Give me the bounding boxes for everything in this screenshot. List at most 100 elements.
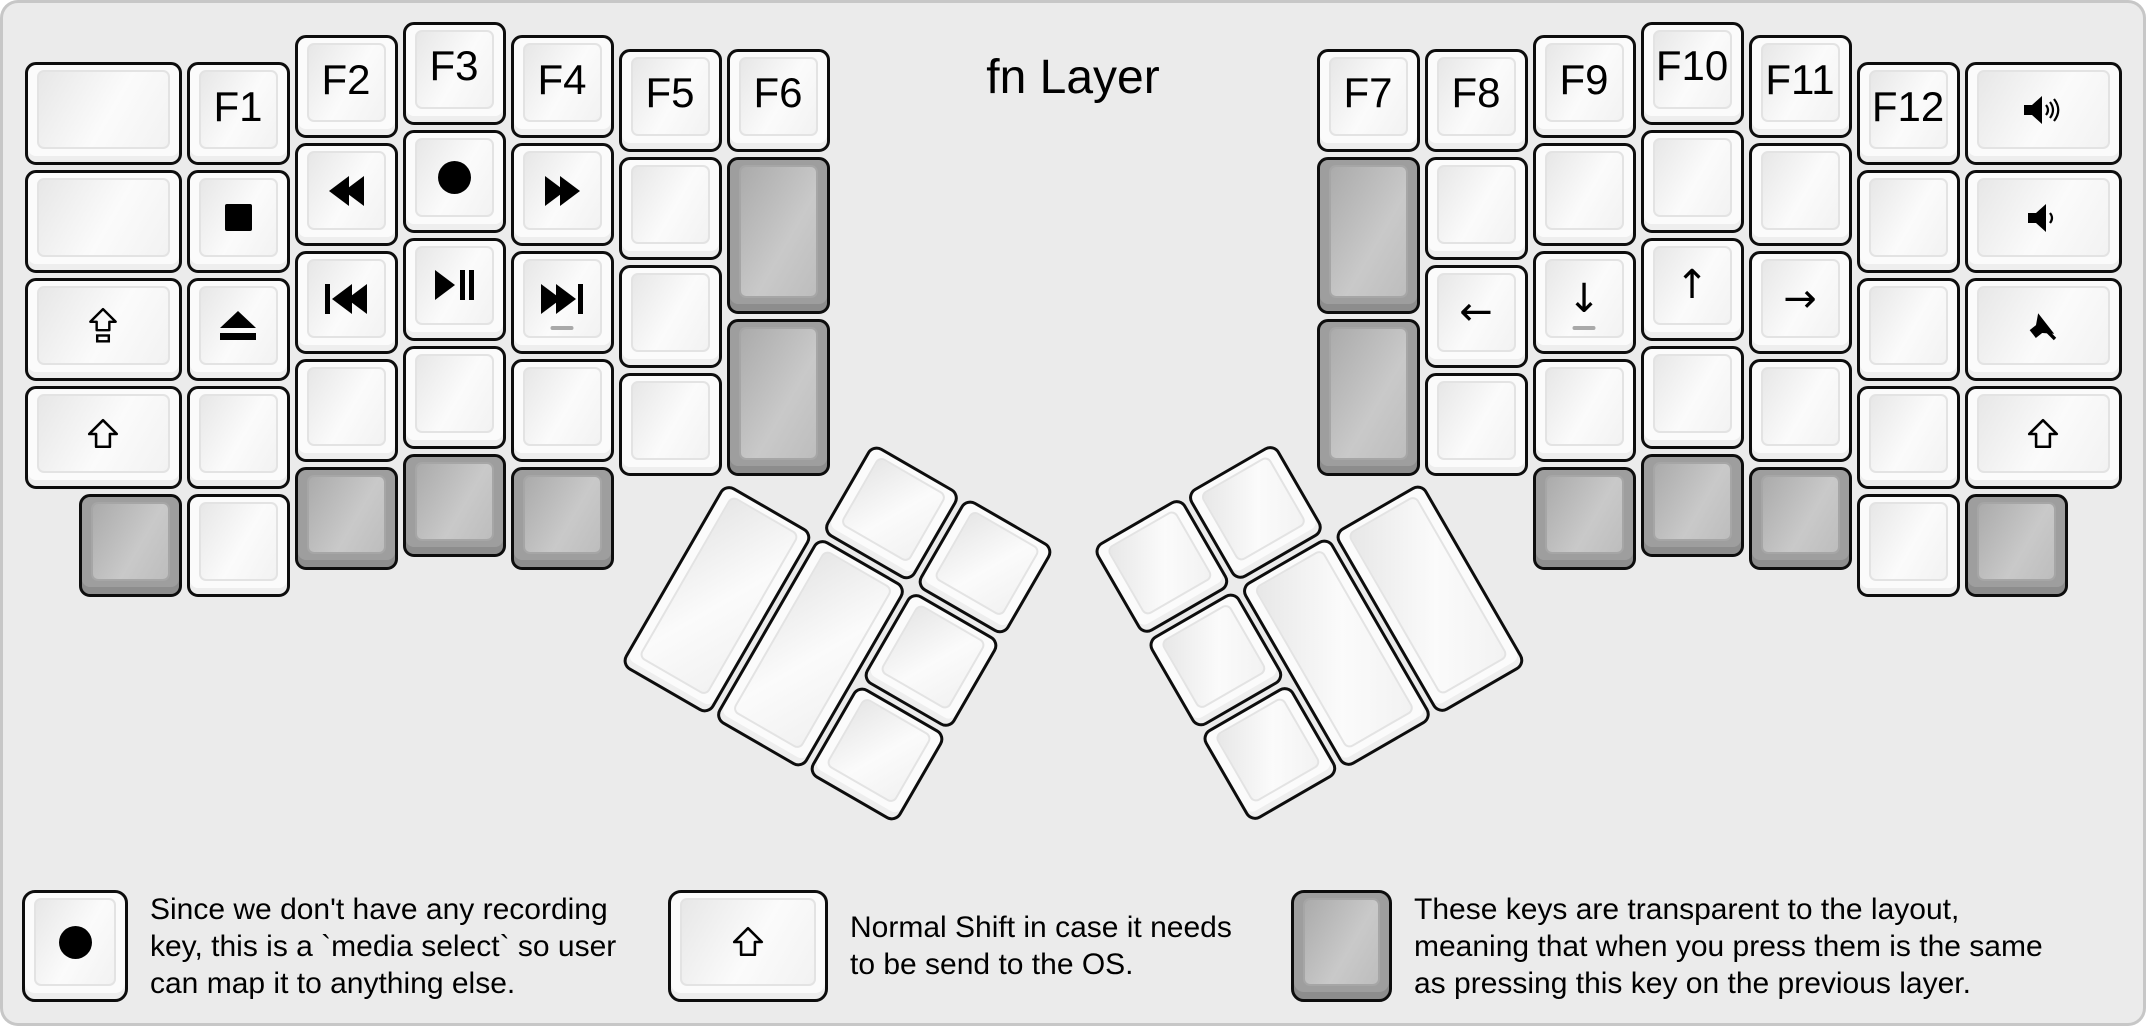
key-transparent — [1748, 467, 1852, 570]
key-transparent — [1532, 467, 1636, 570]
key-label: F5 — [645, 69, 695, 116]
key-blank — [24, 62, 182, 165]
eject-icon — [220, 311, 256, 340]
key-transparent — [294, 467, 398, 570]
arrow-right-icon: → — [1783, 275, 1817, 322]
key-volume-up — [1964, 62, 2122, 165]
key-stop — [186, 170, 290, 273]
homing-dash — [1572, 326, 1596, 330]
layer-title: fn Layer — [986, 51, 1160, 104]
key-f6: F6 — [726, 48, 830, 152]
key-shift — [24, 386, 182, 489]
shift-key-sample — [668, 890, 828, 1002]
key-blank — [1424, 156, 1528, 260]
homing-dash — [550, 326, 574, 330]
key-transparent — [1640, 453, 1744, 557]
stop-icon — [224, 204, 252, 231]
key-label: F8 — [1451, 69, 1501, 116]
key-f9: F9 — [1532, 35, 1636, 138]
key-label: F7 — [1343, 69, 1393, 116]
key-record — [402, 129, 506, 233]
key-fast-forward — [510, 143, 614, 246]
key-label: F11 — [1765, 55, 1835, 103]
record-icon — [58, 925, 92, 959]
key-blank — [1856, 386, 1960, 489]
legend-item-normal-shift: Normal Shift in case it needs to be send… — [668, 890, 1232, 1002]
key-f5: F5 — [618, 48, 722, 152]
key-f4: F4 — [510, 35, 614, 138]
key-transparent — [78, 494, 182, 597]
key-blank — [1640, 129, 1744, 233]
key-label: F4 — [537, 55, 587, 103]
prev-track-icon — [325, 283, 367, 314]
key-f7: F7 — [1316, 48, 1420, 152]
key-f11: F11 — [1748, 35, 1852, 138]
legend-text-normal-shift: Normal Shift in case it needs to be send… — [850, 911, 1232, 981]
key-blank — [1640, 345, 1744, 449]
legend-text-transparent-keys: These keys are transparent to the layout… — [1414, 892, 2043, 1000]
key-label: F3 — [429, 42, 479, 89]
arrow-up-icon: ↑ — [1675, 262, 1709, 308]
key-f1: F1 — [186, 62, 290, 165]
legend-item-media-select: Since we don't have any recording key, t… — [22, 890, 616, 1002]
key-blank — [1856, 278, 1960, 381]
key-blank — [186, 494, 290, 597]
key-prev-track — [294, 251, 398, 354]
key-blank — [510, 359, 614, 462]
key-next-track — [510, 251, 614, 354]
key-eject — [186, 278, 290, 381]
key-arrow-right: → — [1748, 251, 1852, 354]
key-arrow-down: ↓ — [1532, 251, 1636, 354]
key-blank — [618, 372, 722, 476]
volume-mute-icon — [2023, 307, 2063, 345]
key-arrow-left: ← — [1424, 264, 1528, 368]
key-blank — [1748, 359, 1852, 462]
shift-icon — [2026, 418, 2060, 450]
key-f2: F2 — [294, 35, 398, 138]
key-f12: F12 — [1856, 62, 1960, 165]
fast-forward-icon — [544, 175, 580, 206]
arrow-down-icon: ↓ — [1567, 275, 1601, 322]
key-blank — [1532, 143, 1636, 246]
key-shift — [1964, 386, 2122, 489]
key-f10: F10 — [1640, 21, 1744, 125]
key-blank — [618, 156, 722, 260]
arrow-left-icon: ← — [1459, 289, 1493, 335]
next-track-icon — [541, 283, 583, 314]
key-blank — [1856, 494, 1960, 597]
volume-up-icon — [2022, 93, 2064, 127]
key-transparent — [726, 318, 830, 476]
key-label: F10 — [1655, 42, 1729, 89]
shift-icon — [86, 418, 120, 450]
record-key-sample — [22, 890, 128, 1002]
caps-lock-icon — [87, 307, 119, 345]
key-blank — [1532, 359, 1636, 462]
key-play-pause — [402, 237, 506, 341]
key-f8: F8 — [1424, 48, 1528, 152]
key-transparent — [510, 467, 614, 570]
key-transparent — [1316, 318, 1420, 476]
key-blank — [402, 345, 506, 449]
key-label: F9 — [1559, 55, 1609, 103]
key-rewind — [294, 143, 398, 246]
key-blank — [1856, 170, 1960, 273]
key-label: F1 — [213, 82, 263, 130]
key-blank — [186, 386, 290, 489]
key-transparent — [402, 453, 506, 557]
play-pause-icon — [434, 270, 474, 300]
rewind-icon — [328, 175, 364, 206]
transparent-key-sample — [1291, 890, 1392, 1002]
key-volume-mute — [1964, 278, 2122, 381]
volume-down-icon — [2022, 201, 2064, 235]
key-arrow-up: ↑ — [1640, 237, 1744, 341]
key-label: F2 — [321, 55, 371, 103]
key-caps-lock — [24, 278, 182, 381]
key-transparent — [726, 156, 830, 314]
record-icon — [437, 160, 471, 194]
legend-item-transparent-keys: These keys are transparent to the layout… — [1291, 890, 2043, 1002]
key-blank — [618, 264, 722, 368]
key-label: F12 — [1871, 82, 1945, 130]
key-blank — [1424, 372, 1528, 476]
key-blank — [24, 170, 182, 273]
